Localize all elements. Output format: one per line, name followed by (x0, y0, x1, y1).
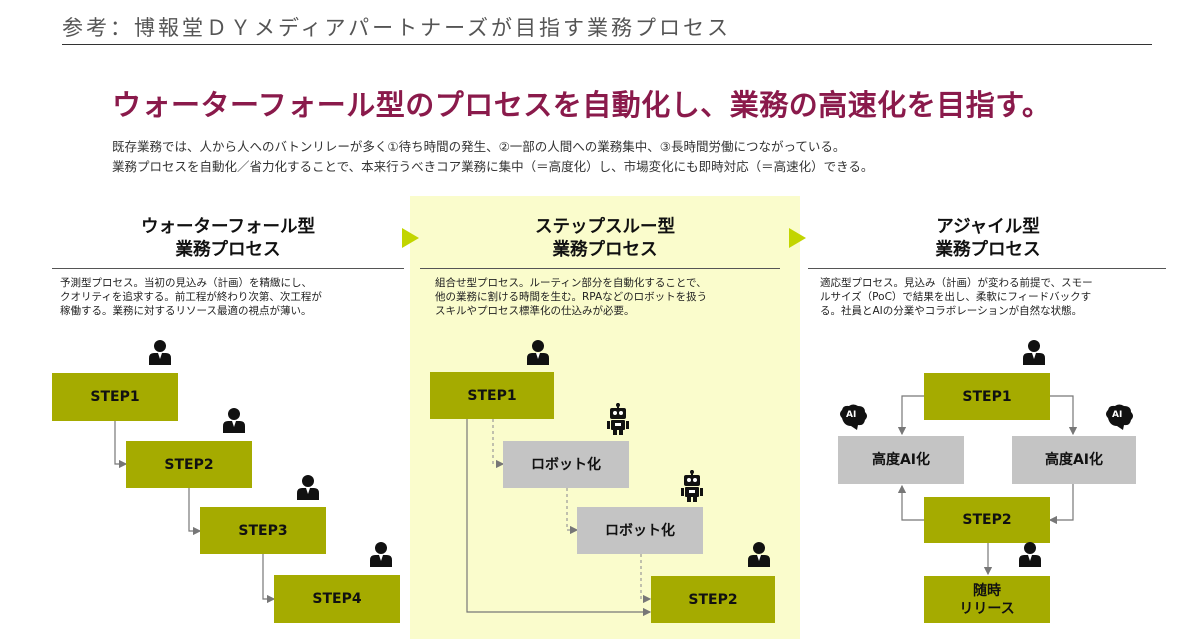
person-icon (748, 542, 770, 567)
page-header-title: 参考：博報堂ＤＹメディアパートナーズが目指す業務プロセス (62, 16, 732, 40)
ai-badge-label: AI (846, 410, 857, 420)
agile-desc-line: る。社員とAIの分業やコラボレーションが自然な状態。 (820, 305, 1083, 317)
agile-release-line1: 随時 (973, 582, 1001, 599)
person-icon (223, 408, 245, 433)
waterfall-title-line1: ウォーターフォール型 (141, 217, 315, 237)
waterfall-step1-box: STEP1 (52, 373, 178, 421)
person-icon (1019, 542, 1041, 567)
agile-ai-left-box: 高度AI化 (838, 436, 964, 484)
stepthrough-desc-line: 組合せ型プロセス。ルーティン部分を自動化することで、 (435, 277, 707, 289)
main-headline: ウォーターフォール型のプロセスを自動化し、業務の高速化を目指す。 (112, 88, 1052, 122)
stepthrough-step1-box: STEP1 (430, 372, 554, 419)
agile-release-box: 随時 リリース (924, 576, 1050, 623)
stepthrough-title: ステップスルー型 業務プロセス (420, 216, 790, 262)
stepthrough-title-line2: 業務プロセス (552, 240, 658, 260)
agile-title-line1: アジャイル型 (936, 217, 1040, 237)
agile-divider (808, 268, 1166, 269)
agile-title: アジャイル型 業務プロセス (808, 216, 1168, 262)
next-arrow-icon (789, 228, 806, 248)
robot-icon (607, 403, 629, 435)
stepthrough-desc-line: 他の業務に割ける時間を生む。RPAなどのロボットを扱う (435, 291, 708, 303)
stepthrough-description: 組合せ型プロセス。ルーティン部分を自動化することで、 他の業務に割ける時間を生む… (435, 276, 707, 318)
stepthrough-step2-box: STEP2 (651, 576, 775, 623)
agile-step2-box: STEP2 (924, 497, 1050, 543)
stepthrough-desc-line: スキルやプロセス標準化の仕込みが必要。 (435, 305, 635, 317)
agile-desc-line: ルサイズ（PoC）で結果を出し、柔軟にフィードバックす (820, 291, 1092, 303)
stepthrough-divider (420, 268, 780, 269)
waterfall-title: ウォーターフォール型 業務プロセス (52, 216, 404, 262)
waterfall-title-line2: 業務プロセス (175, 240, 281, 260)
person-icon (527, 340, 549, 365)
ai-brain-icon: AI (838, 404, 868, 430)
agile-title-line2: 業務プロセス (935, 240, 1041, 260)
waterfall-step3-box: STEP3 (200, 507, 326, 554)
stepthrough-robot1-box: ロボット化 (503, 441, 629, 488)
intro-line-2: 業務プロセスを自動化／省力化することで、本来行うべきコア業務に集中（＝高度化）し… (112, 159, 874, 174)
agile-ai-right-box: 高度AI化 (1012, 436, 1136, 484)
waterfall-divider (52, 268, 404, 269)
waterfall-description: 予測型プロセス。当初の見込み（計画）を精緻にし、 クオリティを追求する。前工程が… (60, 276, 322, 318)
person-icon (149, 340, 171, 365)
person-icon (1023, 340, 1045, 365)
waterfall-desc-line: 予測型プロセス。当初の見込み（計画）を精緻にし、 (60, 277, 312, 289)
header-divider (62, 44, 1152, 45)
agile-desc-line: 適応型プロセス。見込み（計画）が変わる前提で、スモー (820, 277, 1093, 289)
agile-release-line2: リリース (959, 600, 1015, 617)
intro-line-1: 既存業務では、人から人へのバトンリレーが多く①待ち時間の発生、②一部の人間への業… (112, 139, 846, 154)
waterfall-desc-line: 稼働する。業務に対するリソース最適の視点が薄い。 (60, 305, 312, 317)
ai-brain-icon: AI (1104, 404, 1134, 430)
person-icon (297, 475, 319, 500)
waterfall-step2-box: STEP2 (126, 441, 252, 488)
agile-step1-box: STEP1 (924, 373, 1050, 420)
stepthrough-robot2-box: ロボット化 (577, 507, 703, 554)
robot-icon (681, 470, 703, 502)
ai-badge-label: AI (1112, 410, 1123, 420)
next-arrow-icon (402, 228, 419, 248)
agile-description: 適応型プロセス。見込み（計画）が変わる前提で、スモー ルサイズ（PoC）で結果を… (820, 276, 1093, 318)
waterfall-step4-box: STEP4 (274, 575, 400, 623)
person-icon (370, 542, 392, 567)
stepthrough-title-line1: ステップスルー型 (535, 217, 675, 237)
waterfall-desc-line: クオリティを追求する。前工程が終わり次第、次工程が (60, 291, 322, 303)
